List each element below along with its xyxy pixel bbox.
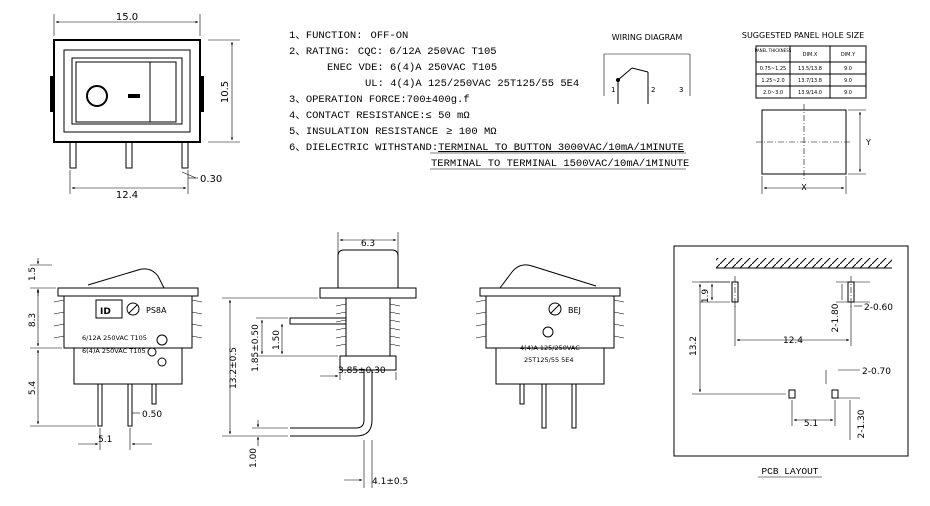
svg-text:ID: ID bbox=[100, 307, 111, 317]
pcb-pad bbox=[788, 389, 796, 399]
side-pitch-dim: 5.1 bbox=[98, 435, 112, 445]
table-cell: 13.7/13.8 bbox=[798, 78, 822, 84]
wiring-title: WIRING DIAGRAM bbox=[612, 33, 683, 42]
side-body-dim: 8.3 bbox=[28, 313, 38, 327]
side-top-dim: 1.5 bbox=[28, 267, 38, 281]
pcb-slot-h-dim: 1.9 bbox=[701, 289, 711, 304]
side-marking-2: 6(4)A 250VAC T105 bbox=[82, 347, 146, 355]
pcb-dim-b: 2-0.60 bbox=[864, 303, 893, 313]
end-bend-dim: 1.00 bbox=[249, 448, 259, 468]
side-view: ID PS8A 6/12A 250VAC T105 6(4)A 250VAC T… bbox=[28, 258, 203, 450]
terminal-1: 1 bbox=[611, 86, 615, 94]
screw-icon bbox=[548, 302, 562, 316]
vde-mark-icon bbox=[147, 347, 157, 357]
pcb-pad bbox=[831, 389, 839, 399]
table-cell: 0.75~1.25 bbox=[760, 66, 786, 72]
wiring-diagram: WIRING DIAGRAM 1 2 3 bbox=[603, 33, 691, 104]
screw-icon bbox=[126, 302, 140, 316]
pin-thickness-dim: 0.30 bbox=[200, 174, 222, 185]
spec-line-4: UL: 4(4)A 125/250VAC 25T125/55 5E4 bbox=[365, 78, 579, 90]
spec-line-6: 4、CONTACT RESISTANCE:≤ 50 mΩ bbox=[289, 110, 470, 122]
table-cell: 9.0 bbox=[844, 78, 852, 84]
spec-line-5: 3、OPERATION FORCE:700±400g.f bbox=[289, 94, 470, 106]
on-symbol bbox=[128, 94, 140, 98]
table-cell: 1.25~2.0 bbox=[761, 78, 784, 84]
front-height-dim: 10.5 bbox=[220, 81, 231, 103]
table-cell: 9.0 bbox=[844, 90, 852, 96]
panel-x-label: X bbox=[801, 183, 807, 192]
pcb-dim-c: 2-0.70 bbox=[862, 367, 891, 377]
spec-line-8: 6、DIELECTRIC WITHSTAND:TERMINAL TO BUTTO… bbox=[289, 142, 684, 154]
table-cell: 9.0 bbox=[844, 66, 852, 72]
pin-width-dim: 12.4 bbox=[116, 190, 138, 201]
end-foot-dim: 3.85±0.30 bbox=[338, 366, 386, 376]
side-pin-thk-dim: 0.50 bbox=[142, 410, 162, 420]
pcb-slot-w-dim: 12.4 bbox=[783, 336, 803, 346]
pcb-pitch-dim: 5.1 bbox=[804, 419, 818, 429]
front-view: 15.0 10.5 12.4 0.30 bbox=[50, 12, 240, 201]
spec-line-3: ENEC VDE: 6(4)A 250VAC T105 bbox=[327, 62, 497, 74]
spec-line-9: TERMINAL TO TERMINAL 1500VAC/10mA/1MINUT… bbox=[431, 158, 689, 170]
side-marking-1: 6/12A 250VAC T105 bbox=[82, 334, 147, 342]
panel-hole-table: SUGGESTED PANEL HOLE SIZE PANEL THICKNES… bbox=[742, 31, 871, 194]
end-dim-a: 1.85±0.50 bbox=[251, 324, 261, 372]
pcb-title: PCB LAYOUT bbox=[761, 466, 818, 477]
pcb-dim-a: 2-1.80 bbox=[831, 303, 841, 332]
th-dimy: DIM.Y bbox=[841, 52, 856, 58]
table-cell: 2.0~3.0 bbox=[763, 90, 783, 96]
end-total-dim: 13.2±0.5 bbox=[229, 347, 239, 389]
back-marking-2: 25T125/55 5E4 bbox=[524, 356, 574, 364]
spec-list: 1、FUNCTION:OFF-ON 2、RATING:CQC: 6/12A 25… bbox=[289, 30, 689, 170]
ce-mark-icon bbox=[157, 357, 167, 367]
th-thickness: PANEL THICKNESS bbox=[755, 48, 792, 53]
side-brand: PS8A bbox=[146, 306, 167, 315]
end-dim-b: 1.50 bbox=[272, 330, 282, 350]
spec-line-2: 2、RATING:CQC: 6/12A 250VAC T105 bbox=[289, 46, 497, 58]
pcb-layout: 1.9 12.4 13.2 2-1.80 2-0.60 2-0.70 2-1.3… bbox=[673, 245, 909, 478]
back-view: BEJ 4(4)A 125/250VAC 25T125/55 5E4 bbox=[475, 264, 625, 429]
cert-mark-icon bbox=[156, 334, 168, 346]
side-pin-dim: 5.4 bbox=[28, 381, 38, 396]
panel-y-label: Y bbox=[865, 138, 871, 147]
off-symbol bbox=[86, 85, 108, 107]
end-bend-len-dim: 4.1±0.5 bbox=[372, 477, 408, 487]
terminal-2: 2 bbox=[651, 86, 655, 94]
spec-line-7: 5、INSULATION RESISTANCE≥ 100 MΩ bbox=[289, 126, 497, 138]
panel-title: SUGGESTED PANEL HOLE SIZE bbox=[742, 31, 864, 40]
end-width-dim: 6.3 bbox=[361, 239, 375, 249]
table-cell: 13.9/14.0 bbox=[798, 90, 822, 96]
table-cell: 13.5/13.8 bbox=[798, 66, 822, 72]
front-width-dim: 15.0 bbox=[116, 12, 138, 23]
end-view: 6.3 13.2±0.5 1.85±0.50 1.50 3.85±0.30 1.… bbox=[222, 232, 417, 488]
th-dimx: DIM.X bbox=[803, 52, 818, 58]
pcb-height-dim: 13.2 bbox=[689, 336, 699, 356]
back-marking-1: 4(4)A 125/250VAC bbox=[520, 344, 580, 352]
spec-line-1: 1、FUNCTION:OFF-ON bbox=[289, 30, 408, 42]
pcb-dim-d: 2-1.30 bbox=[857, 409, 867, 438]
back-mark: BEJ bbox=[568, 306, 581, 315]
ul-mark-icon bbox=[542, 326, 554, 338]
terminal-3: 3 bbox=[679, 86, 683, 94]
